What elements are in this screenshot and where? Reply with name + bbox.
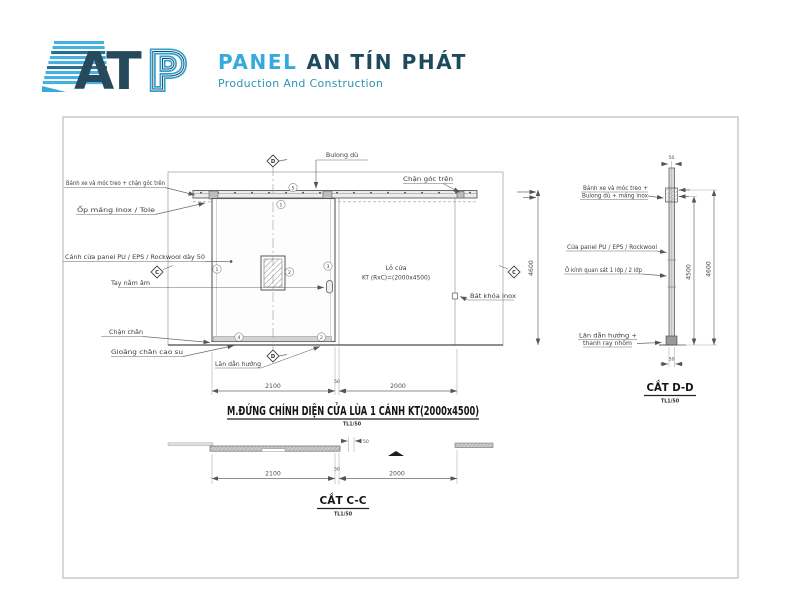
dd-label-hanger-2: Bulong dù + máng inox bbox=[582, 192, 648, 200]
dd-label-hanger-1: Bánh xe và móc treo + bbox=[583, 184, 648, 192]
svg-text:4: 4 bbox=[238, 335, 241, 341]
logo-louver-stripes bbox=[42, 41, 109, 92]
svg-text:C: C bbox=[512, 270, 516, 276]
dd-hanger-block bbox=[665, 187, 678, 203]
callout-bubbles: 5 1 1 2 3 4 2 bbox=[212, 183, 333, 342]
dd-label-panel: Cửa panel PU / EPS / Rockwool bbox=[567, 243, 657, 251]
section-dd-view: 50 Bánh xe và móc treo + Bulong dù + mán… bbox=[564, 155, 717, 405]
section-marker-c-right: C bbox=[498, 265, 521, 279]
vision-window bbox=[260, 255, 286, 291]
label-inox-channel: Ốp máng Inox / Tole bbox=[77, 204, 155, 214]
cc-dim-thickness: 50 bbox=[363, 439, 369, 445]
door-leaf bbox=[211, 197, 336, 343]
section-cc-view: 50 2100 50 2000 CẮT C-C TL1/50 bbox=[167, 437, 494, 518]
section-cc-scale: TL1/50 bbox=[334, 512, 353, 518]
section-cc-title: CẮT C-C bbox=[320, 492, 367, 507]
label-guide-roller: Lăn dẫn hướng bbox=[215, 359, 261, 368]
section-marker-d-bottom: D bbox=[266, 349, 288, 363]
cc-dimensions: 2100 50 2000 bbox=[211, 450, 458, 484]
svg-text:1: 1 bbox=[280, 202, 283, 208]
logo-letter-p: P P P bbox=[145, 39, 189, 98]
svg-text:P: P bbox=[148, 42, 186, 98]
dd-labels: Bánh xe và móc treo + Bulong dù + máng i… bbox=[564, 184, 667, 348]
svg-text:3: 3 bbox=[327, 264, 330, 270]
cc-handle-recess bbox=[261, 448, 286, 452]
label-recessed-handle: Tay nắm âm bbox=[110, 278, 150, 287]
svg-text:2: 2 bbox=[288, 270, 291, 276]
brand-header: AT P P P PANEL AN TÍN PHÁT Production And… bbox=[36, 36, 467, 98]
lock-bracket-symbol bbox=[452, 292, 458, 300]
svg-text:D: D bbox=[271, 354, 276, 360]
label-door-opening-2: KT (RxC)=(2000x4500) bbox=[362, 274, 430, 282]
elevation-scale: TL1/50 bbox=[343, 422, 362, 428]
section-marker-c-left: C bbox=[150, 265, 174, 279]
cc-thickness-dim: 50 bbox=[341, 437, 369, 452]
hanger-bracket-right bbox=[322, 190, 333, 200]
corner-stop-bracket bbox=[456, 191, 465, 199]
dim-leaf-width: 2100 bbox=[265, 383, 281, 390]
logo-letters-at: AT bbox=[74, 42, 142, 98]
recessed-handle bbox=[326, 280, 333, 294]
svg-text:5: 5 bbox=[292, 185, 295, 191]
brand-wordmark: PANEL AN TÍN PHÁT Production And Construc… bbox=[218, 44, 467, 90]
dd-dimensions: 4500 4600 50 bbox=[660, 187, 717, 367]
brand-name: PANEL AN TÍN PHÁT bbox=[218, 50, 467, 74]
cc-guide-roller-symbol bbox=[388, 451, 404, 456]
label-wheel-hanger: Bánh xe và móc treo + chặn góc trên bbox=[66, 179, 165, 187]
bottom-gasket bbox=[213, 336, 332, 342]
cc-dim-opening-width: 2000 bbox=[389, 471, 405, 478]
section-dd-title: CẮT D-D bbox=[647, 379, 694, 394]
label-inox-lock: Bát khóa inox bbox=[470, 292, 516, 300]
svg-text:1: 1 bbox=[216, 267, 219, 273]
elevation-title: M.ĐỨNG CHÍNH DIỆN CỬA LÙA 1 CÁNH KT(2000… bbox=[227, 402, 479, 418]
brand-name-secondary: AN TÍN PHÁT bbox=[306, 50, 467, 74]
elevation-view: 5 1 1 2 3 4 2 D D C bbox=[63, 151, 541, 428]
cc-track-bar bbox=[167, 442, 214, 446]
label-anchor-bolt: Bulong dù bbox=[326, 151, 358, 159]
dd-roller-block bbox=[665, 335, 678, 346]
cc-dim-leaf-width: 2100 bbox=[265, 471, 281, 478]
hanger-bracket-left bbox=[208, 190, 219, 200]
section-marker-d-top: D bbox=[266, 154, 288, 168]
label-foot-stop: Chặn chân bbox=[109, 328, 143, 336]
dd-label-roller-2: thanh ray nhôm bbox=[583, 339, 632, 347]
brand-tagline: Production And Construction bbox=[218, 77, 384, 90]
svg-text:P: P bbox=[148, 42, 186, 98]
svg-text:2: 2 bbox=[320, 335, 323, 341]
svg-text:C: C bbox=[155, 270, 159, 276]
elevation-labels: Bánh xe và móc treo + chặn góc trên Ốp m… bbox=[63, 151, 516, 369]
svg-text:D: D bbox=[271, 159, 276, 165]
dd-dim-panel-height: 4500 bbox=[686, 264, 693, 280]
atp-logo-icon: AT P P P bbox=[42, 39, 189, 98]
dim-height: 4600 bbox=[528, 260, 535, 276]
dd-dim-total-height: 4600 bbox=[706, 261, 713, 277]
dd-label-roller-1: Lăn dẫn hướng + bbox=[579, 331, 637, 340]
label-rubber-gasket: Gioăng chân cao su bbox=[111, 348, 183, 356]
cc-dim-gap: 50 bbox=[334, 467, 340, 473]
dim-opening-width: 2000 bbox=[390, 383, 406, 390]
label-door-opening-1: Lỗ cửa bbox=[386, 263, 407, 272]
svg-text:P: P bbox=[148, 42, 186, 98]
section-dd-scale: TL1/50 bbox=[661, 399, 680, 405]
elevation-dimensions: 4600 2100 50 2000 bbox=[211, 189, 541, 395]
brand-name-primary: PANEL bbox=[218, 50, 298, 74]
dd-dim-thickness-bottom: 50 bbox=[669, 357, 675, 363]
label-door-panel: Cánh cửa panel PU / EPS / Rockwool dày 5… bbox=[65, 253, 205, 261]
label-top-corner-stop: Chặn góc trên bbox=[403, 175, 453, 183]
dd-label-vision-glass: Ô kính quan sát 1 lớp / 2 lớp bbox=[565, 265, 642, 274]
dim-gap: 50 bbox=[334, 379, 340, 385]
dd-dim-thickness-top: 50 bbox=[669, 155, 675, 161]
